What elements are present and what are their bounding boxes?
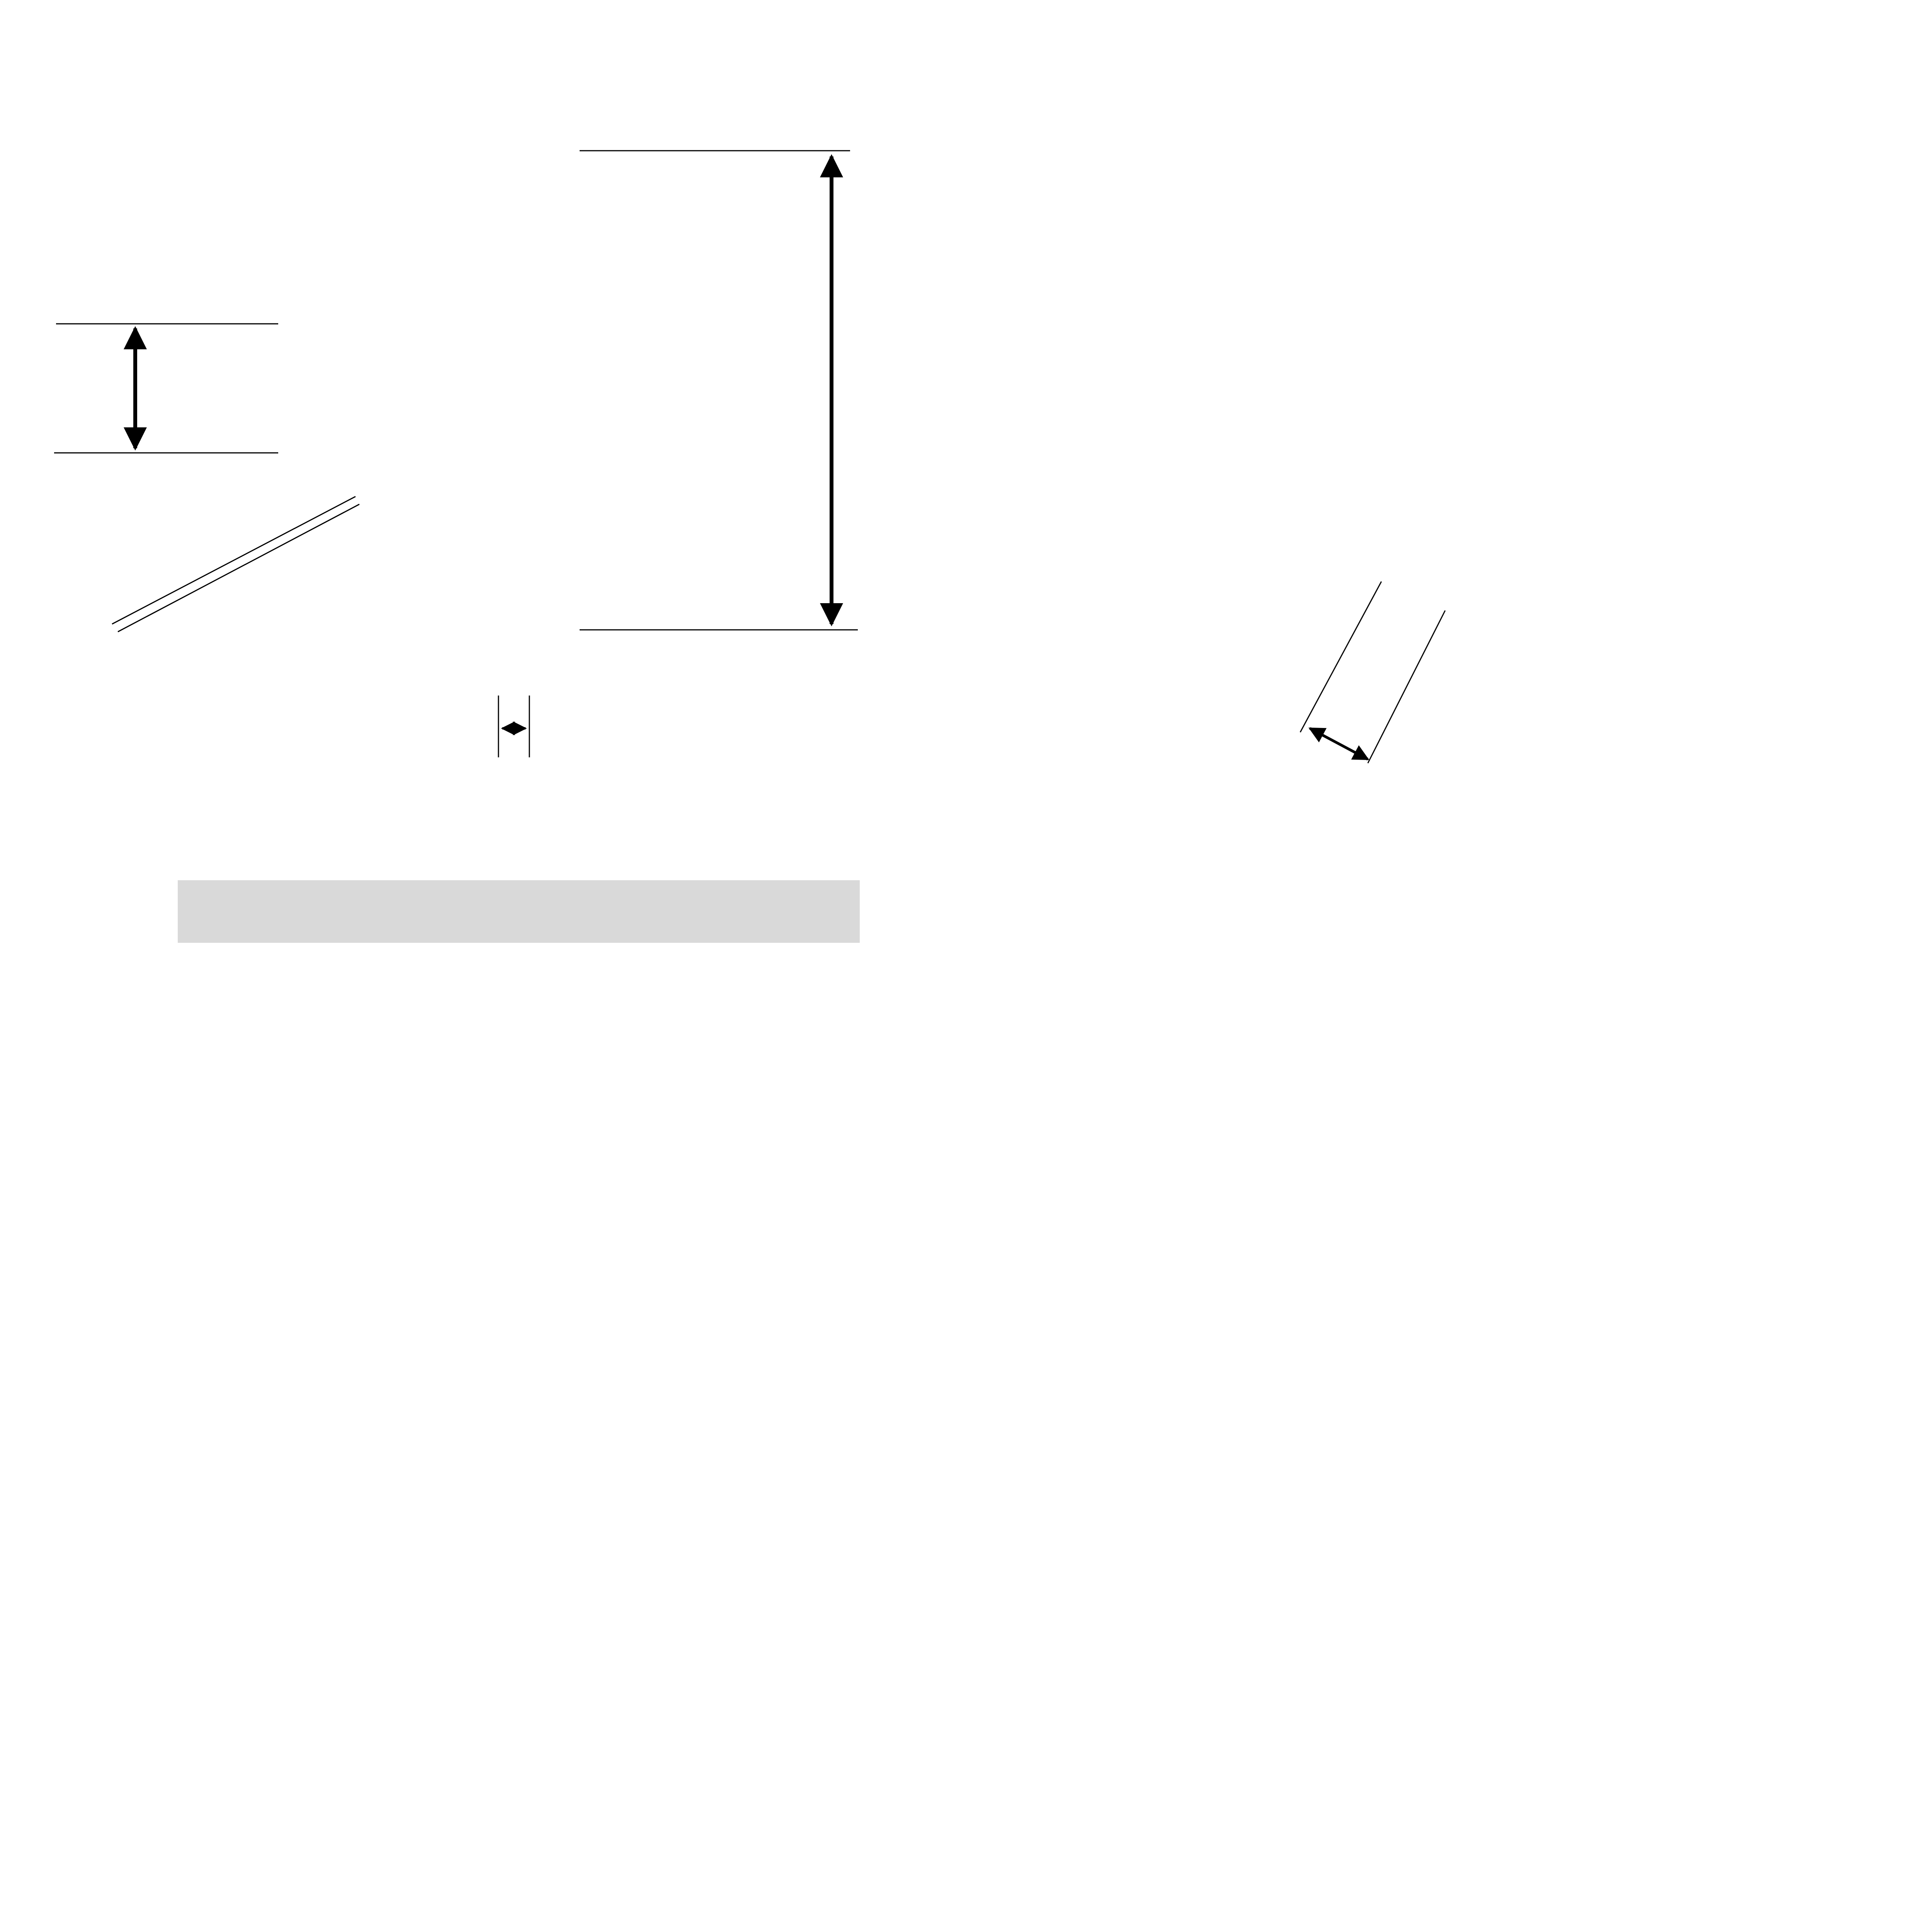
dimension-2-plus-sqrt3-a — [54, 323, 278, 454]
dimension-pitch-a — [498, 696, 530, 757]
panel-c — [178, 880, 860, 943]
panel-a — [54, 150, 858, 757]
panel-b — [1299, 581, 1446, 764]
dimension-length — [580, 150, 858, 631]
waveguide — [178, 881, 860, 943]
dimension-pitch-b — [1299, 581, 1446, 764]
dimension-hole-diameter — [112, 496, 360, 633]
